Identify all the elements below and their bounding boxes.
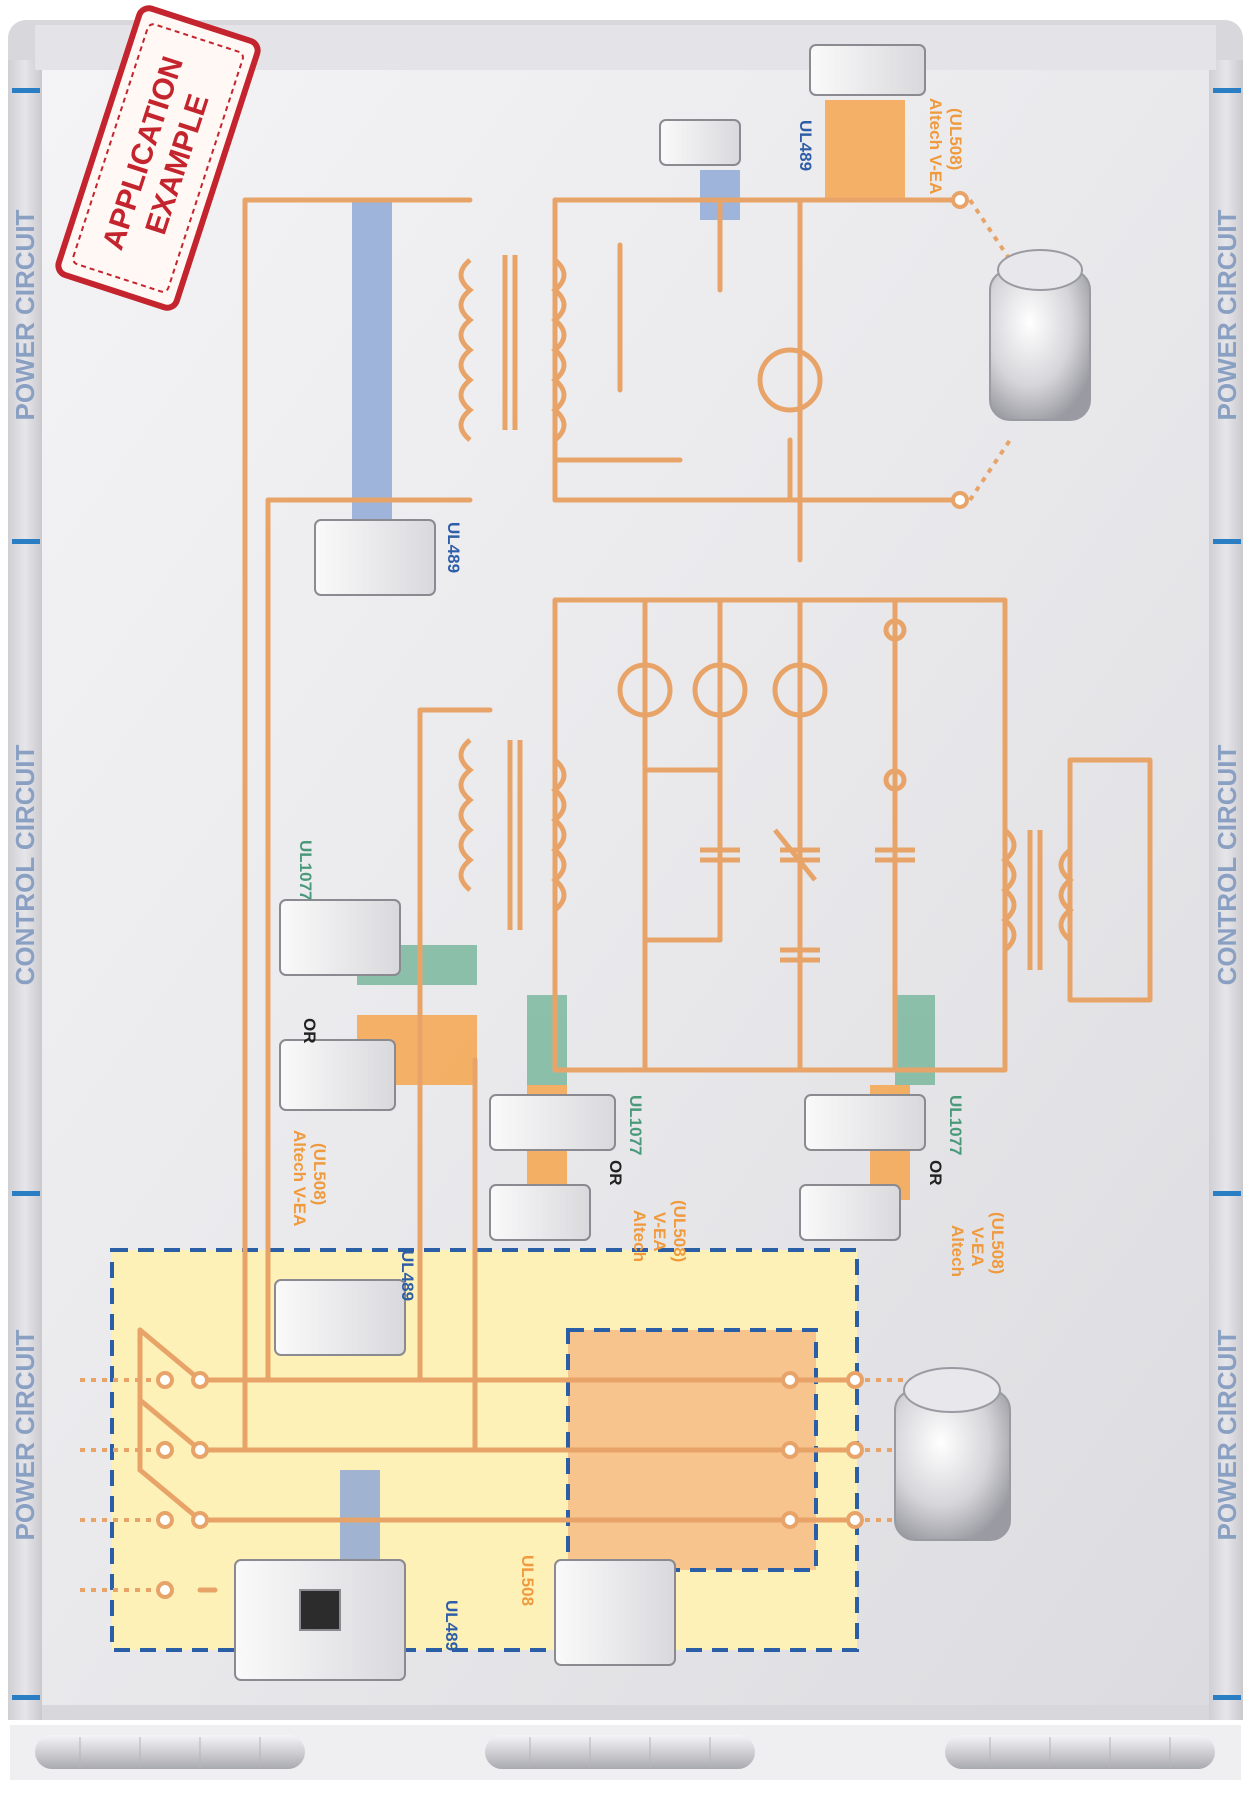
left-band-labels: POWER CIRCUIT CONTROL CIRCUIT POWER CIRC… (10, 209, 40, 1540)
band-label-left-bottom: POWER CIRCUIT (10, 1329, 40, 1540)
control-symbols (617, 347, 915, 963)
breaker-altech-a (279, 1039, 396, 1111)
breaker-feeder-ul489 (274, 1279, 406, 1356)
label-altech-c2: V-EA (968, 1227, 987, 1267)
label-altech-top-sub: (UL508) (946, 108, 965, 170)
breaker-ul1077-a (279, 899, 401, 976)
label-ul508: UL508 (518, 1555, 537, 1606)
breaker-top-altech (809, 44, 926, 96)
motor-main (894, 1367, 1011, 1541)
label-altech-top: Altech V-EA (926, 98, 945, 194)
breaker-ul1077-b (489, 1094, 616, 1151)
devices (234, 44, 926, 1681)
band-label-right-top: POWER CIRCUIT (1212, 209, 1242, 420)
label-ul489-main: UL489 (442, 1600, 461, 1651)
label-altech-c3: (UL508) (988, 1212, 1007, 1274)
label-ul489-top: UL489 (796, 120, 815, 171)
band-ticks (12, 88, 1241, 1700)
label-or-c: OR (926, 1160, 945, 1186)
breaker-altech-b (489, 1184, 591, 1241)
transformer-coils (458, 255, 1074, 970)
breaker-ul508 (554, 1559, 676, 1666)
motor-secondary (989, 249, 1091, 421)
incoming-lines (80, 198, 1012, 1592)
label-altech-b3: (UL508) (670, 1200, 689, 1262)
right-band-labels: POWER CIRCUIT CONTROL CIRCUIT POWER CIRC… (1212, 209, 1242, 1540)
label-ul1077-a: UL1077 (296, 840, 315, 900)
band-label-right-middle: CONTROL CIRCUIT (1212, 745, 1242, 986)
label-or-a: OR (300, 1018, 319, 1044)
band-label-left-top: POWER CIRCUIT (10, 209, 40, 420)
label-altech-a: Altech V-EA (290, 1130, 309, 1226)
label-or-b: OR (606, 1160, 625, 1186)
breaker-top-ul489 (659, 119, 741, 166)
label-altech-c1: Altech (948, 1225, 967, 1277)
terminals (156, 191, 969, 1599)
label-altech-b1: Altech (630, 1210, 649, 1262)
band-label-right-bottom: POWER CIRCUIT (1212, 1329, 1242, 1540)
label-ul489-feeder: UL489 (398, 1250, 417, 1301)
breaker-altech-c (799, 1184, 901, 1241)
label-altech-a-sub: (UL508) (310, 1143, 329, 1205)
bottom-rollers (10, 1725, 1241, 1780)
band-label-left-middle: CONTROL CIRCUIT (10, 745, 40, 986)
label-ul1077-c: UL1077 (946, 1095, 965, 1155)
device-labels: UL489 UL508 UL489 Altech V-EA (UL508) OR… (290, 98, 1007, 1651)
label-ul1077-b: UL1077 (626, 1095, 645, 1155)
breaker-xfmr-ul489 (314, 519, 436, 596)
label-ul489-xfmr: UL489 (444, 522, 463, 573)
wiring (137, 197, 1153, 1593)
breaker-ul1077-c (804, 1094, 926, 1151)
label-altech-b2: V-EA (650, 1212, 669, 1252)
